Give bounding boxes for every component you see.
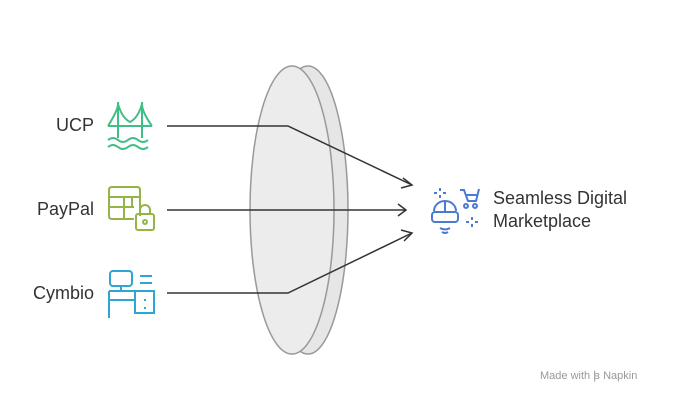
bridge-icon <box>107 102 153 150</box>
input-label-cymbio: Cymbio <box>32 283 94 303</box>
napkin-watermark: Made with ꟓ Napkin <box>540 368 637 383</box>
output-label: Seamless Digital Marketplace <box>493 187 627 233</box>
vr-shopping-icon <box>431 188 480 234</box>
connector-cymbio <box>167 232 413 294</box>
made-with-text: Made with <box>540 370 591 382</box>
brand-text: Napkin <box>603 370 638 382</box>
connector-ucp <box>167 125 413 186</box>
napkin-logo-icon: ꟓ <box>593 370 601 382</box>
desk-computer-icon <box>108 270 155 318</box>
input-label-paypal: PayPal <box>36 199 94 219</box>
output-label-line1: Seamless Digital <box>493 188 628 208</box>
output-label-line2: Marketplace <box>493 211 592 231</box>
connectors <box>167 125 414 294</box>
table-lock-icon <box>108 186 155 231</box>
input-label-ucp: UCP <box>55 115 94 135</box>
